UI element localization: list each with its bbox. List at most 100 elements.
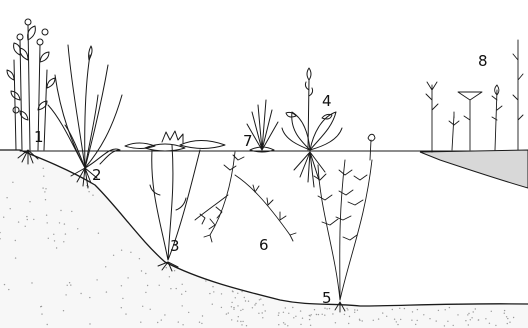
soil-dot (238, 316, 239, 317)
soil-dot (300, 324, 301, 325)
soil-dot (322, 314, 323, 315)
soil-dot (262, 317, 263, 318)
soil-dot (237, 293, 238, 294)
soil-dot (348, 323, 349, 324)
soil-dot (397, 324, 398, 325)
soil-dot (404, 308, 405, 309)
soil-dot (242, 309, 243, 310)
soil-dot (491, 311, 492, 312)
soil-dot (302, 318, 303, 319)
soil-dot (285, 307, 286, 308)
soil-dot (127, 277, 128, 278)
soil-dot (254, 304, 255, 305)
soil-dot (47, 324, 48, 325)
soil-dot (329, 308, 330, 309)
soil-dot (121, 250, 122, 251)
soil-dot (40, 306, 41, 307)
soil-dot (467, 314, 468, 315)
soil-dot (199, 322, 200, 323)
soil-dot (77, 228, 78, 229)
soil-dot (411, 320, 412, 321)
soil-dot (169, 276, 170, 277)
soil-dot (18, 221, 19, 222)
soil-dot (362, 320, 363, 321)
soil-dot (513, 317, 514, 318)
soil-dot (354, 312, 355, 313)
soil-dot (125, 313, 126, 314)
soil-dot (248, 301, 249, 302)
soil-dot (98, 233, 99, 234)
soil-dot (293, 317, 294, 318)
soil-dot (504, 313, 505, 314)
label-zone-6: 6 (259, 236, 269, 254)
soil-dot (8, 289, 9, 290)
soil-dot (284, 324, 285, 325)
soil-dot (324, 308, 325, 309)
soil-dot (246, 325, 247, 326)
soil-dot (141, 270, 142, 271)
soil-dot (44, 191, 45, 192)
soil-dot (70, 284, 71, 285)
soil-dot (237, 305, 238, 306)
soil-dot (287, 325, 288, 326)
soil-dot (48, 238, 49, 239)
soil-dot (295, 316, 296, 317)
soil-dot (89, 323, 90, 324)
soil-dot (140, 322, 141, 323)
soil-dot (6, 197, 7, 198)
soil-dot (399, 308, 400, 309)
plant-8-shore-plants (426, 40, 523, 152)
label-zone-3: 3 (170, 237, 180, 255)
soil-dot (473, 311, 474, 312)
label-zone-8: 8 (478, 52, 488, 70)
soil-dot (278, 315, 279, 316)
soil-dot (92, 195, 93, 196)
soil-dot (54, 240, 55, 241)
soil-dot (226, 313, 227, 314)
soil-dot (130, 252, 131, 253)
soil-dot (444, 325, 445, 326)
soil-dot (121, 285, 122, 286)
soil-dot (80, 293, 81, 294)
soil-dot (314, 309, 315, 310)
soil-dot (471, 317, 472, 318)
soil-dot (346, 308, 347, 309)
soil-dot (182, 324, 183, 325)
soil-dot (310, 325, 311, 326)
soil-dot (3, 217, 4, 218)
soil-dot (157, 322, 158, 323)
soil-dot (205, 280, 206, 281)
soil-dot (212, 286, 213, 287)
soil-dot (412, 311, 413, 312)
soil-dot (278, 324, 279, 325)
soil-dot (324, 315, 325, 316)
soil-dot (202, 315, 203, 316)
soil-dot (357, 310, 358, 311)
soil-dot (489, 323, 490, 324)
plant-1-bank-herb (7, 19, 55, 164)
soil-dot (300, 310, 301, 311)
soil-dot (262, 312, 263, 313)
soil-dot (233, 309, 234, 310)
soil-dot (63, 241, 64, 242)
soil-dot (59, 222, 60, 223)
soil-dot (65, 233, 66, 234)
soil-dot (26, 216, 27, 217)
soil-dot (263, 304, 264, 305)
soil-dot (252, 307, 253, 308)
soil-dot (139, 258, 140, 259)
soil-dot (113, 255, 114, 256)
soil-dot (106, 291, 107, 292)
soil-dot (468, 324, 469, 325)
soil-dot (65, 294, 66, 295)
soil-dot (359, 320, 360, 321)
soil-dot (212, 304, 213, 305)
soil-dot (265, 310, 266, 311)
soil-dot (260, 298, 261, 299)
soil-dot (170, 288, 171, 289)
soil-dot (240, 321, 241, 322)
soil-dot (4, 284, 5, 285)
soil-dot (318, 314, 319, 315)
plant-5-submerged (314, 134, 375, 312)
soil-dot (228, 312, 229, 313)
